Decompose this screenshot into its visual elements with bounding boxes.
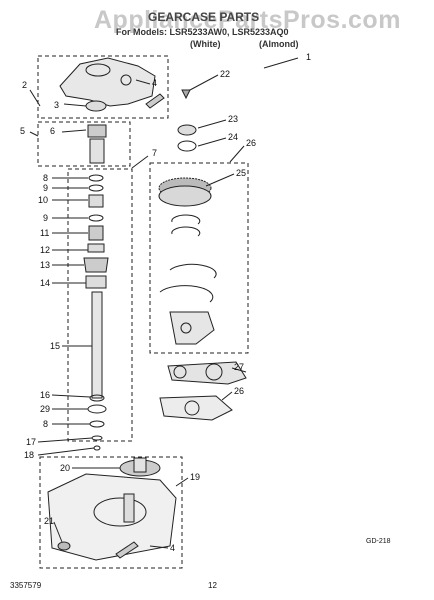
callout-17: 17 — [26, 437, 36, 447]
callout-13: 13 — [40, 260, 50, 270]
callout-25: 25 — [236, 168, 246, 178]
washer — [89, 420, 105, 428]
plate-hole — [184, 400, 200, 416]
variant-almond: (Almond) — [259, 39, 299, 49]
callout-20: 20 — [60, 463, 70, 473]
crank-hole — [180, 322, 192, 334]
callout-26b: 26 — [234, 386, 244, 396]
callout-1: 1 — [306, 52, 311, 62]
callout-9: 9 — [43, 183, 48, 193]
screw — [145, 93, 165, 109]
color-variants: (White) (Almond) — [190, 39, 335, 49]
pinion-gear-hub — [133, 457, 147, 473]
washer — [88, 174, 104, 182]
shifter — [169, 263, 217, 279]
callout-8b: 8 — [43, 419, 48, 429]
washer — [91, 435, 103, 441]
spring — [88, 194, 104, 208]
callout-22: 22 — [220, 69, 230, 79]
gearcase-base-group — [39, 456, 183, 569]
washer — [88, 184, 104, 192]
spring-clip — [171, 214, 201, 225]
link-hole — [173, 365, 187, 379]
spring-clip — [171, 226, 201, 237]
bearing-sleeve — [89, 138, 105, 164]
callout-29: 29 — [40, 404, 50, 414]
document-number: 3357579 — [10, 581, 42, 590]
callout-24: 24 — [228, 132, 238, 142]
callout-5: 5 — [20, 126, 25, 136]
callout-4b: 4 — [170, 543, 175, 553]
screw — [181, 89, 191, 100]
ring — [87, 243, 105, 253]
page-number: 12 — [208, 581, 217, 590]
callout-26: 26 — [246, 138, 256, 148]
callout-8: 8 — [43, 173, 48, 183]
screw — [115, 541, 139, 559]
drain-plug — [57, 541, 71, 551]
callout-2: 2 — [22, 80, 27, 90]
gear-group — [149, 162, 249, 354]
callout-6: 6 — [50, 126, 55, 136]
diagram-title: GEARCASE PARTS — [148, 10, 260, 24]
washer — [177, 140, 197, 152]
washer — [89, 394, 105, 402]
bearing-group — [37, 121, 131, 167]
crank — [169, 311, 215, 345]
seal — [85, 100, 107, 112]
base-post — [123, 493, 135, 523]
watermark: AppliancePartsPros.com — [94, 6, 401, 34]
callout-3: 3 — [54, 100, 59, 110]
link-plate — [159, 395, 233, 421]
cover-hole — [120, 74, 132, 86]
bearing — [177, 124, 197, 136]
cover-boss — [85, 63, 111, 77]
shifter — [159, 285, 214, 303]
model-list: For Models: LSR5233AW0, LSR5233AQ0 — [116, 27, 289, 37]
gearcase-cover — [59, 57, 156, 107]
callout-21: 21 — [44, 516, 54, 526]
bushing — [88, 225, 104, 241]
figure-code: GD-218 — [366, 538, 391, 545]
drive-gear-body — [158, 185, 212, 207]
seal — [87, 404, 107, 414]
callout-27: 27 — [234, 362, 244, 372]
callout-18: 18 — [24, 450, 34, 460]
variant-white: (White) — [190, 39, 221, 49]
crank-link — [167, 361, 247, 385]
callout-15: 15 — [50, 341, 60, 351]
callout-19: 19 — [190, 472, 200, 482]
callout-7: 7 — [152, 148, 157, 158]
washer — [88, 214, 104, 222]
pinion — [85, 275, 107, 289]
bearing — [87, 124, 107, 138]
agitator-shaft — [91, 291, 103, 399]
callout-10: 10 — [38, 195, 48, 205]
agitator-shaft-group — [67, 168, 133, 442]
callout-16: 16 — [40, 390, 50, 400]
gearcase-cover-group — [37, 55, 169, 119]
callout-12: 12 — [40, 245, 50, 255]
gearcase-base — [47, 473, 177, 561]
callout-11: 11 — [40, 228, 49, 238]
callout-4: 4 — [152, 78, 157, 88]
link-hole — [205, 363, 223, 381]
cam — [83, 257, 109, 273]
ball — [93, 445, 101, 451]
base-well — [93, 497, 147, 527]
callout-14: 14 — [40, 278, 50, 288]
callout-23: 23 — [228, 114, 238, 124]
callout-9b: 9 — [43, 213, 48, 223]
